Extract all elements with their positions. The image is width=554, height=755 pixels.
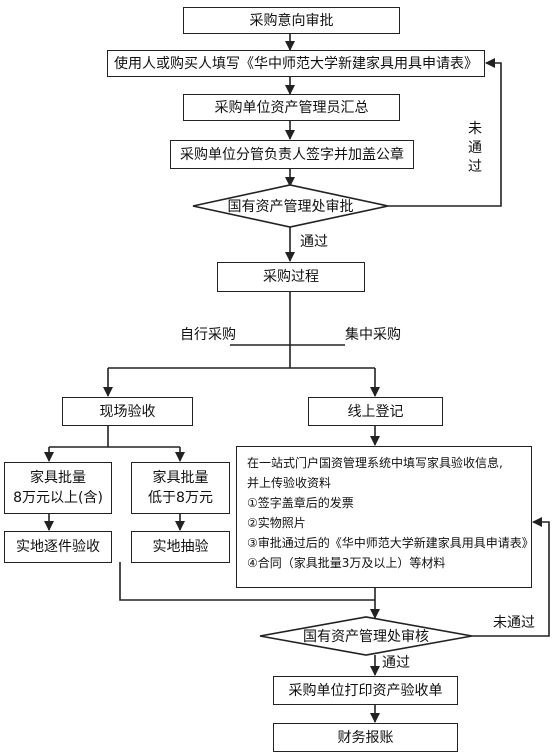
node-fill-form: 使用人或购买人填写《华中师范大学新建家具用具申请表》 bbox=[107, 50, 485, 77]
online-info-line-5: ③审批通过后的《华中师范大学新建家具用具申请表》 bbox=[247, 536, 534, 550]
node-print-receipt: 采购单位打印资产验收单 bbox=[273, 676, 458, 705]
diamond-state-asset-approve bbox=[192, 184, 389, 228]
node-batch-small: 家具批量 低于8万元 bbox=[131, 462, 230, 514]
online-info-box: 在一站式门户国资管理系统中填写家具验收信息, 并上传验收资料 ①签字盖章后的发票… bbox=[236, 446, 534, 588]
online-info-line-3: ①签字盖章后的发票 bbox=[247, 496, 354, 510]
node-finance-reimburse: 财务报账 bbox=[273, 723, 458, 752]
arrow-review-fail-loop bbox=[472, 517, 550, 637]
node-leader-sign: 采购单位分管负责人签字并加盖公章 bbox=[170, 140, 414, 169]
online-info-line-1: 在一站式门户国资管理系统中填写家具验收信息, bbox=[247, 456, 503, 470]
line-merge bbox=[119, 562, 375, 601]
node-sampling: 实地抽验 bbox=[131, 531, 230, 563]
online-info-line-6: ④合同（家具批量3万及以上）等材料 bbox=[247, 556, 446, 570]
online-info-line-4: ②实物照片 bbox=[247, 516, 306, 530]
label-passed-1: 通过 bbox=[300, 234, 328, 250]
node-asset-admin-summary: 采购单位资产管理员汇总 bbox=[183, 94, 400, 121]
online-info-line-2: 并上传验收资料 bbox=[247, 476, 332, 490]
node-item-by-item: 实地逐件验收 bbox=[4, 531, 112, 563]
label-not-passed-1: 未通过 bbox=[468, 121, 482, 175]
node-onsite-acceptance: 现场验收 bbox=[62, 397, 193, 426]
label-central-procure: 集中采购 bbox=[345, 327, 401, 343]
node-procurement-process: 采购过程 bbox=[217, 262, 365, 292]
node-intent-approval: 采购意向审批 bbox=[183, 7, 400, 34]
node-state-asset-approve: 国有资产管理处审批 bbox=[227, 199, 354, 215]
arrow-approve-fail-loop bbox=[388, 58, 502, 207]
node-online-register: 线上登记 bbox=[308, 397, 443, 426]
diamond-state-asset-review bbox=[259, 616, 473, 656]
node-batch-large: 家具批量 8万元以上(含) bbox=[4, 462, 112, 514]
node-state-asset-review: 国有资产管理处审核 bbox=[303, 629, 429, 645]
label-self-procure: 自行采购 bbox=[180, 327, 236, 343]
label-not-passed-2: 未通过 bbox=[493, 615, 535, 631]
label-passed-2: 通过 bbox=[382, 655, 410, 671]
